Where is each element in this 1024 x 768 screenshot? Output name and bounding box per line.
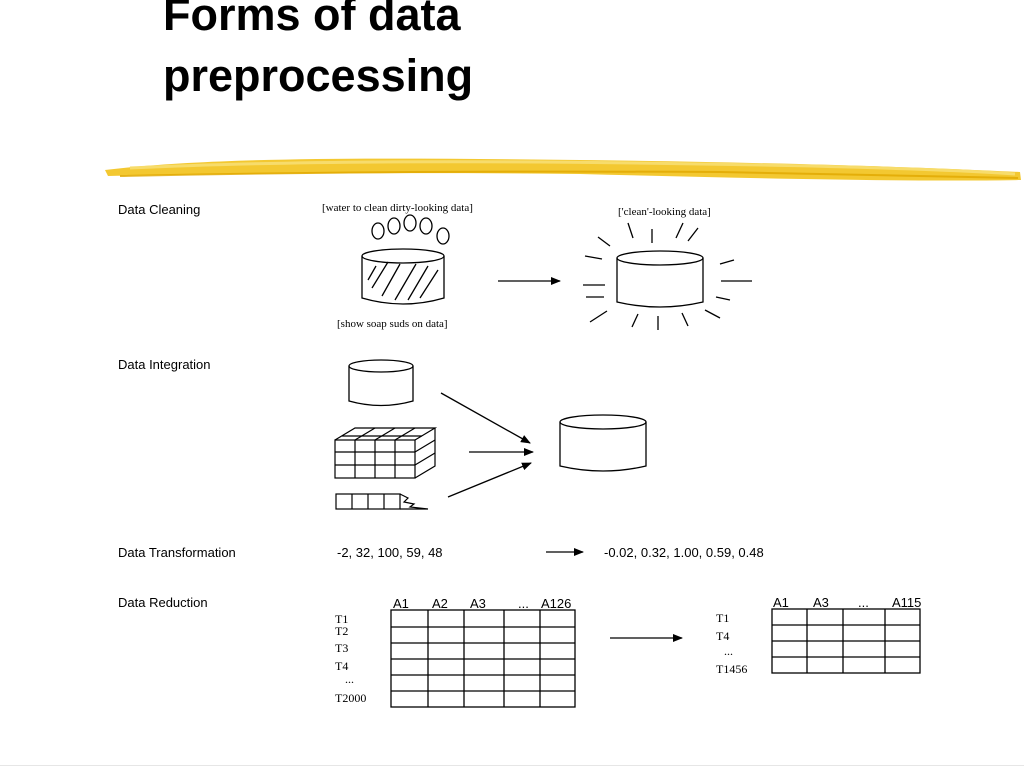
right-row-T4: T4: [716, 629, 729, 643]
right-table-grid: [771, 608, 921, 674]
source-cylinder: [348, 359, 414, 407]
left-header-A3: A3: [470, 596, 486, 611]
integration-arrow-top: [440, 392, 531, 444]
source-data-cube: [334, 427, 438, 479]
right-header-ellipsis: ...: [858, 595, 869, 610]
right-row-T1456: T1456: [716, 662, 747, 676]
slide-title: Forms of data preprocessing: [163, 0, 763, 106]
left-row-ellipsis: ...: [345, 672, 354, 686]
left-row-T2: T2: [335, 624, 348, 638]
integration-label: Data Integration: [118, 357, 211, 372]
highlight-stroke-main: [105, 158, 1021, 181]
right-header-A1: A1: [773, 595, 789, 610]
source-table-fragment: [335, 493, 429, 510]
footer-divider: [0, 765, 1024, 766]
left-header-A126: A126: [541, 596, 571, 611]
note-soap: [show soap suds on data]: [337, 318, 448, 330]
cleaning-label: Data Cleaning: [118, 202, 200, 217]
dirty-data-cylinder: [361, 248, 445, 305]
left-row-T2000: T2000: [335, 691, 366, 705]
integrated-cylinder: [559, 414, 647, 472]
left-row-T4: T4: [335, 659, 348, 673]
note-water: [water to clean dirty-looking data]: [322, 202, 473, 214]
left-header-A2: A2: [432, 596, 448, 611]
reduction-label: Data Reduction: [118, 595, 208, 610]
left-row-T3: T3: [335, 641, 348, 655]
transformation-label: Data Transformation: [118, 545, 236, 560]
left-table-grid: [390, 609, 576, 708]
transformation-input: -2, 32, 100, 59, 48: [337, 545, 443, 560]
highlight-stroke: [105, 158, 1021, 181]
transformation-output: -0.02, 0.32, 1.00, 0.59, 0.48: [604, 545, 764, 560]
right-header-A3: A3: [813, 595, 829, 610]
left-row-T1: T1: [335, 612, 348, 626]
highlight-stroke-light: [129, 160, 1016, 176]
clean-data-cylinder: [616, 250, 704, 308]
right-row-T1: T1: [716, 611, 729, 625]
soap-bubbles: [371, 214, 450, 245]
note-clean: ['clean'-looking data]: [618, 206, 711, 218]
integration-arrow-bottom: [447, 462, 532, 498]
right-row-ellipsis: ...: [724, 644, 733, 658]
right-header-A115: A115: [892, 595, 921, 610]
shine-lines: [583, 222, 752, 330]
left-header-A1: A1: [393, 596, 409, 611]
left-header-ellipsis: ...: [518, 596, 529, 611]
title-line-1: Forms of data: [163, 0, 461, 40]
title-line-2: preprocessing: [163, 50, 474, 101]
highlight-stroke-dark: [119, 170, 1019, 179]
